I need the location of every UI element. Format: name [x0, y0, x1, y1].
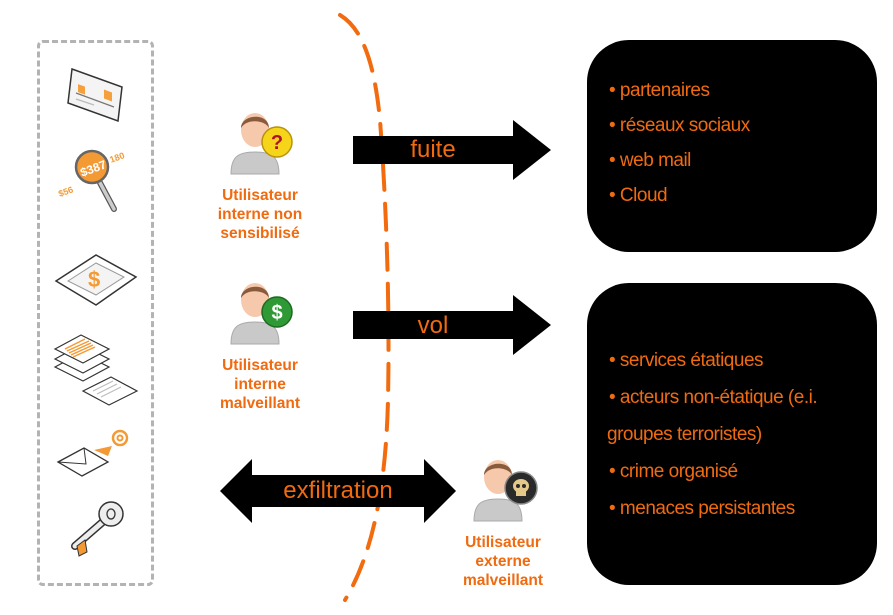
list-item: • réseaux sociaux [609, 115, 750, 136]
vol-arrow [353, 295, 551, 355]
svg-text:180: 180 [108, 150, 126, 165]
fuite-arrow [353, 120, 551, 180]
user-avatar: ? [225, 108, 295, 178]
svg-text:$: $ [271, 302, 282, 324]
vol-arrow-label: vol [417, 312, 449, 339]
exfiltration-arrow [220, 459, 456, 523]
list-item: • partenaires [609, 80, 710, 101]
user-avatar: $ [225, 278, 295, 348]
exfiltration-arrow-label: exfiltration [283, 477, 393, 504]
list-item: • services étatiques [609, 350, 764, 371]
actor-internal-malicious: $ Utilisateur interne malveillant [195, 278, 325, 413]
dollar-document-icon: $ [54, 254, 137, 306]
actor-label: Utilisateur interne non sensibilisé [217, 187, 303, 242]
svg-text:$: $ [88, 267, 100, 292]
fuite-arrow-label: fuite [410, 136, 456, 163]
email-icon [56, 429, 128, 477]
magnifier-numbers-icon: $56 $387 180 [57, 149, 126, 212]
user-avatar [468, 455, 538, 525]
list-item: • menaces persistantes [609, 498, 795, 519]
actor-internal-unaware: ? Utilisateur interne non sensibilisé [195, 108, 325, 243]
svg-text:?: ? [271, 132, 283, 154]
leak-targets-box: • partenaires • réseaux sociaux • web ma… [587, 40, 877, 252]
credit-card-icon [66, 67, 123, 123]
actor-label: Utilisateur externe malveillant [462, 534, 544, 589]
list-item: • web mail [609, 150, 691, 171]
svg-text:$56: $56 [57, 184, 75, 199]
list-item: • Cloud [609, 185, 668, 206]
actor-external-malicious: Utilisateur externe malveillant [438, 455, 568, 590]
dollar-badge-icon: $ [261, 296, 293, 328]
actor-label: Utilisateur interne malveillant [219, 357, 301, 412]
assets-container: $56 $387 180 $ [37, 40, 154, 586]
question-badge-icon: ? [261, 126, 293, 158]
list-item: • crime organisé [609, 461, 738, 482]
key-icon [70, 501, 124, 557]
user-icon [230, 113, 280, 175]
list-item: groupes terroristes) [607, 424, 762, 445]
user-icon [230, 283, 280, 345]
skull-badge-icon [504, 471, 538, 505]
theft-targets-box: • services étatiques • acteurs non-étati… [587, 283, 877, 585]
list-item: • acteurs non-étatique (e.i. [609, 387, 818, 408]
documents-stack-icon [53, 334, 138, 406]
